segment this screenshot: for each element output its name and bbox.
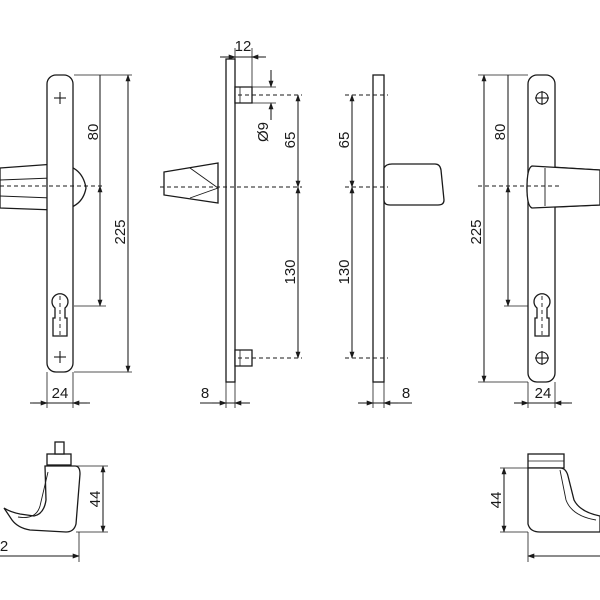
handle-body-bottom-left <box>3 465 81 533</box>
dim-12: 12 <box>235 38 252 55</box>
screw-mark-top <box>54 92 66 104</box>
spindle-bottom-left <box>46 453 72 466</box>
cylinder-cutout-left <box>51 293 69 337</box>
dim-diameter-9: Ø9 <box>255 122 272 142</box>
cylinder-cutout-right <box>533 293 551 337</box>
dim-80-left: 80 <box>85 124 102 141</box>
side-view-left: 12 Ø9 65 130 8 <box>160 38 302 408</box>
screw-mark-top-right <box>535 91 549 105</box>
handle-stub-side-right <box>383 163 445 206</box>
dim-length-bottom-left: 2 <box>0 538 8 555</box>
dim-130-left: 130 <box>282 259 299 284</box>
dim-8-right: 8 <box>402 385 410 402</box>
pin-top-side-left <box>234 86 253 104</box>
side-view-right: 65 130 8 <box>336 74 445 408</box>
bottom-view-left: 44 2 <box>0 441 108 562</box>
dim-225-right: 225 <box>468 219 485 244</box>
dim-65-left: 65 <box>282 132 299 149</box>
plate-side-right <box>372 74 385 383</box>
dim-80-right: 80 <box>492 124 509 141</box>
bottom-view-right: 44 <box>488 453 600 562</box>
dim-24-right: 24 <box>535 385 552 402</box>
dim-44-left: 44 <box>87 491 104 508</box>
screw-mark-bottom-right <box>535 351 549 365</box>
lever-handle-right-front <box>526 165 600 209</box>
dim-225-left: 225 <box>112 219 129 244</box>
dim-65-right: 65 <box>336 132 353 149</box>
dim-44-right: 44 <box>488 492 505 509</box>
front-view-right: 225 80 24 <box>468 74 600 408</box>
dim-130-right: 130 <box>336 259 353 284</box>
handle-body-bottom-right <box>527 467 600 533</box>
screw-mark-bottom <box>54 351 66 363</box>
front-view-left: 80 225 24 <box>0 74 132 408</box>
plate-side-left <box>225 58 236 383</box>
dim-24-left: 24 <box>52 385 69 402</box>
dim-8-left: 8 <box>201 385 209 402</box>
pin-bottom-side-left <box>234 349 253 367</box>
